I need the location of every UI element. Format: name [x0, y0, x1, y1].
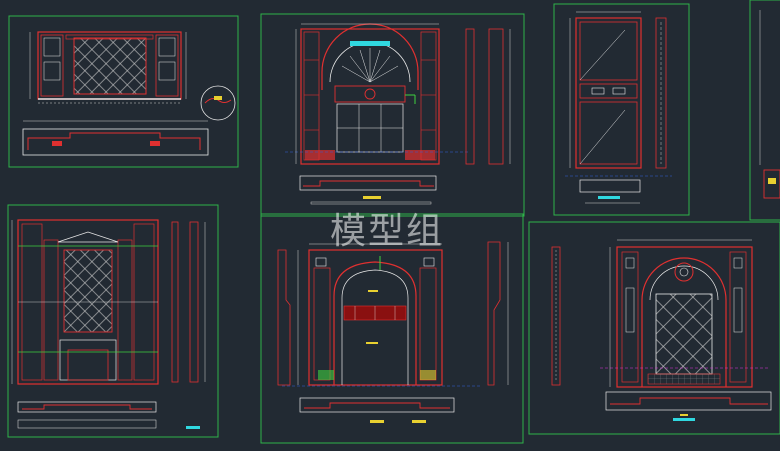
- sheet-1: [8, 15, 239, 168]
- arch: [641, 257, 727, 387]
- sheet-border: [553, 3, 690, 216]
- sheet-2: [260, 13, 525, 217]
- diamond-panel: [63, 249, 113, 333]
- sheet-4: [7, 204, 219, 438]
- sheet-border: [749, 0, 780, 221]
- diamond-lattice: [655, 293, 713, 375]
- sheet-6: [528, 221, 780, 435]
- sheet-border: [528, 221, 780, 435]
- plan-section: [22, 128, 209, 156]
- detail-callout: [200, 85, 236, 121]
- sheet-5: [260, 213, 524, 444]
- sheet-7: [749, 0, 780, 221]
- fan-light: [341, 48, 399, 83]
- diamond-panel: [73, 37, 147, 95]
- sheet-border: [7, 204, 219, 438]
- sheet-border: [8, 15, 239, 168]
- arch: [333, 261, 417, 385]
- sheet-3: [553, 3, 690, 216]
- sheet-border: [260, 13, 525, 217]
- sheet-border: [260, 213, 524, 444]
